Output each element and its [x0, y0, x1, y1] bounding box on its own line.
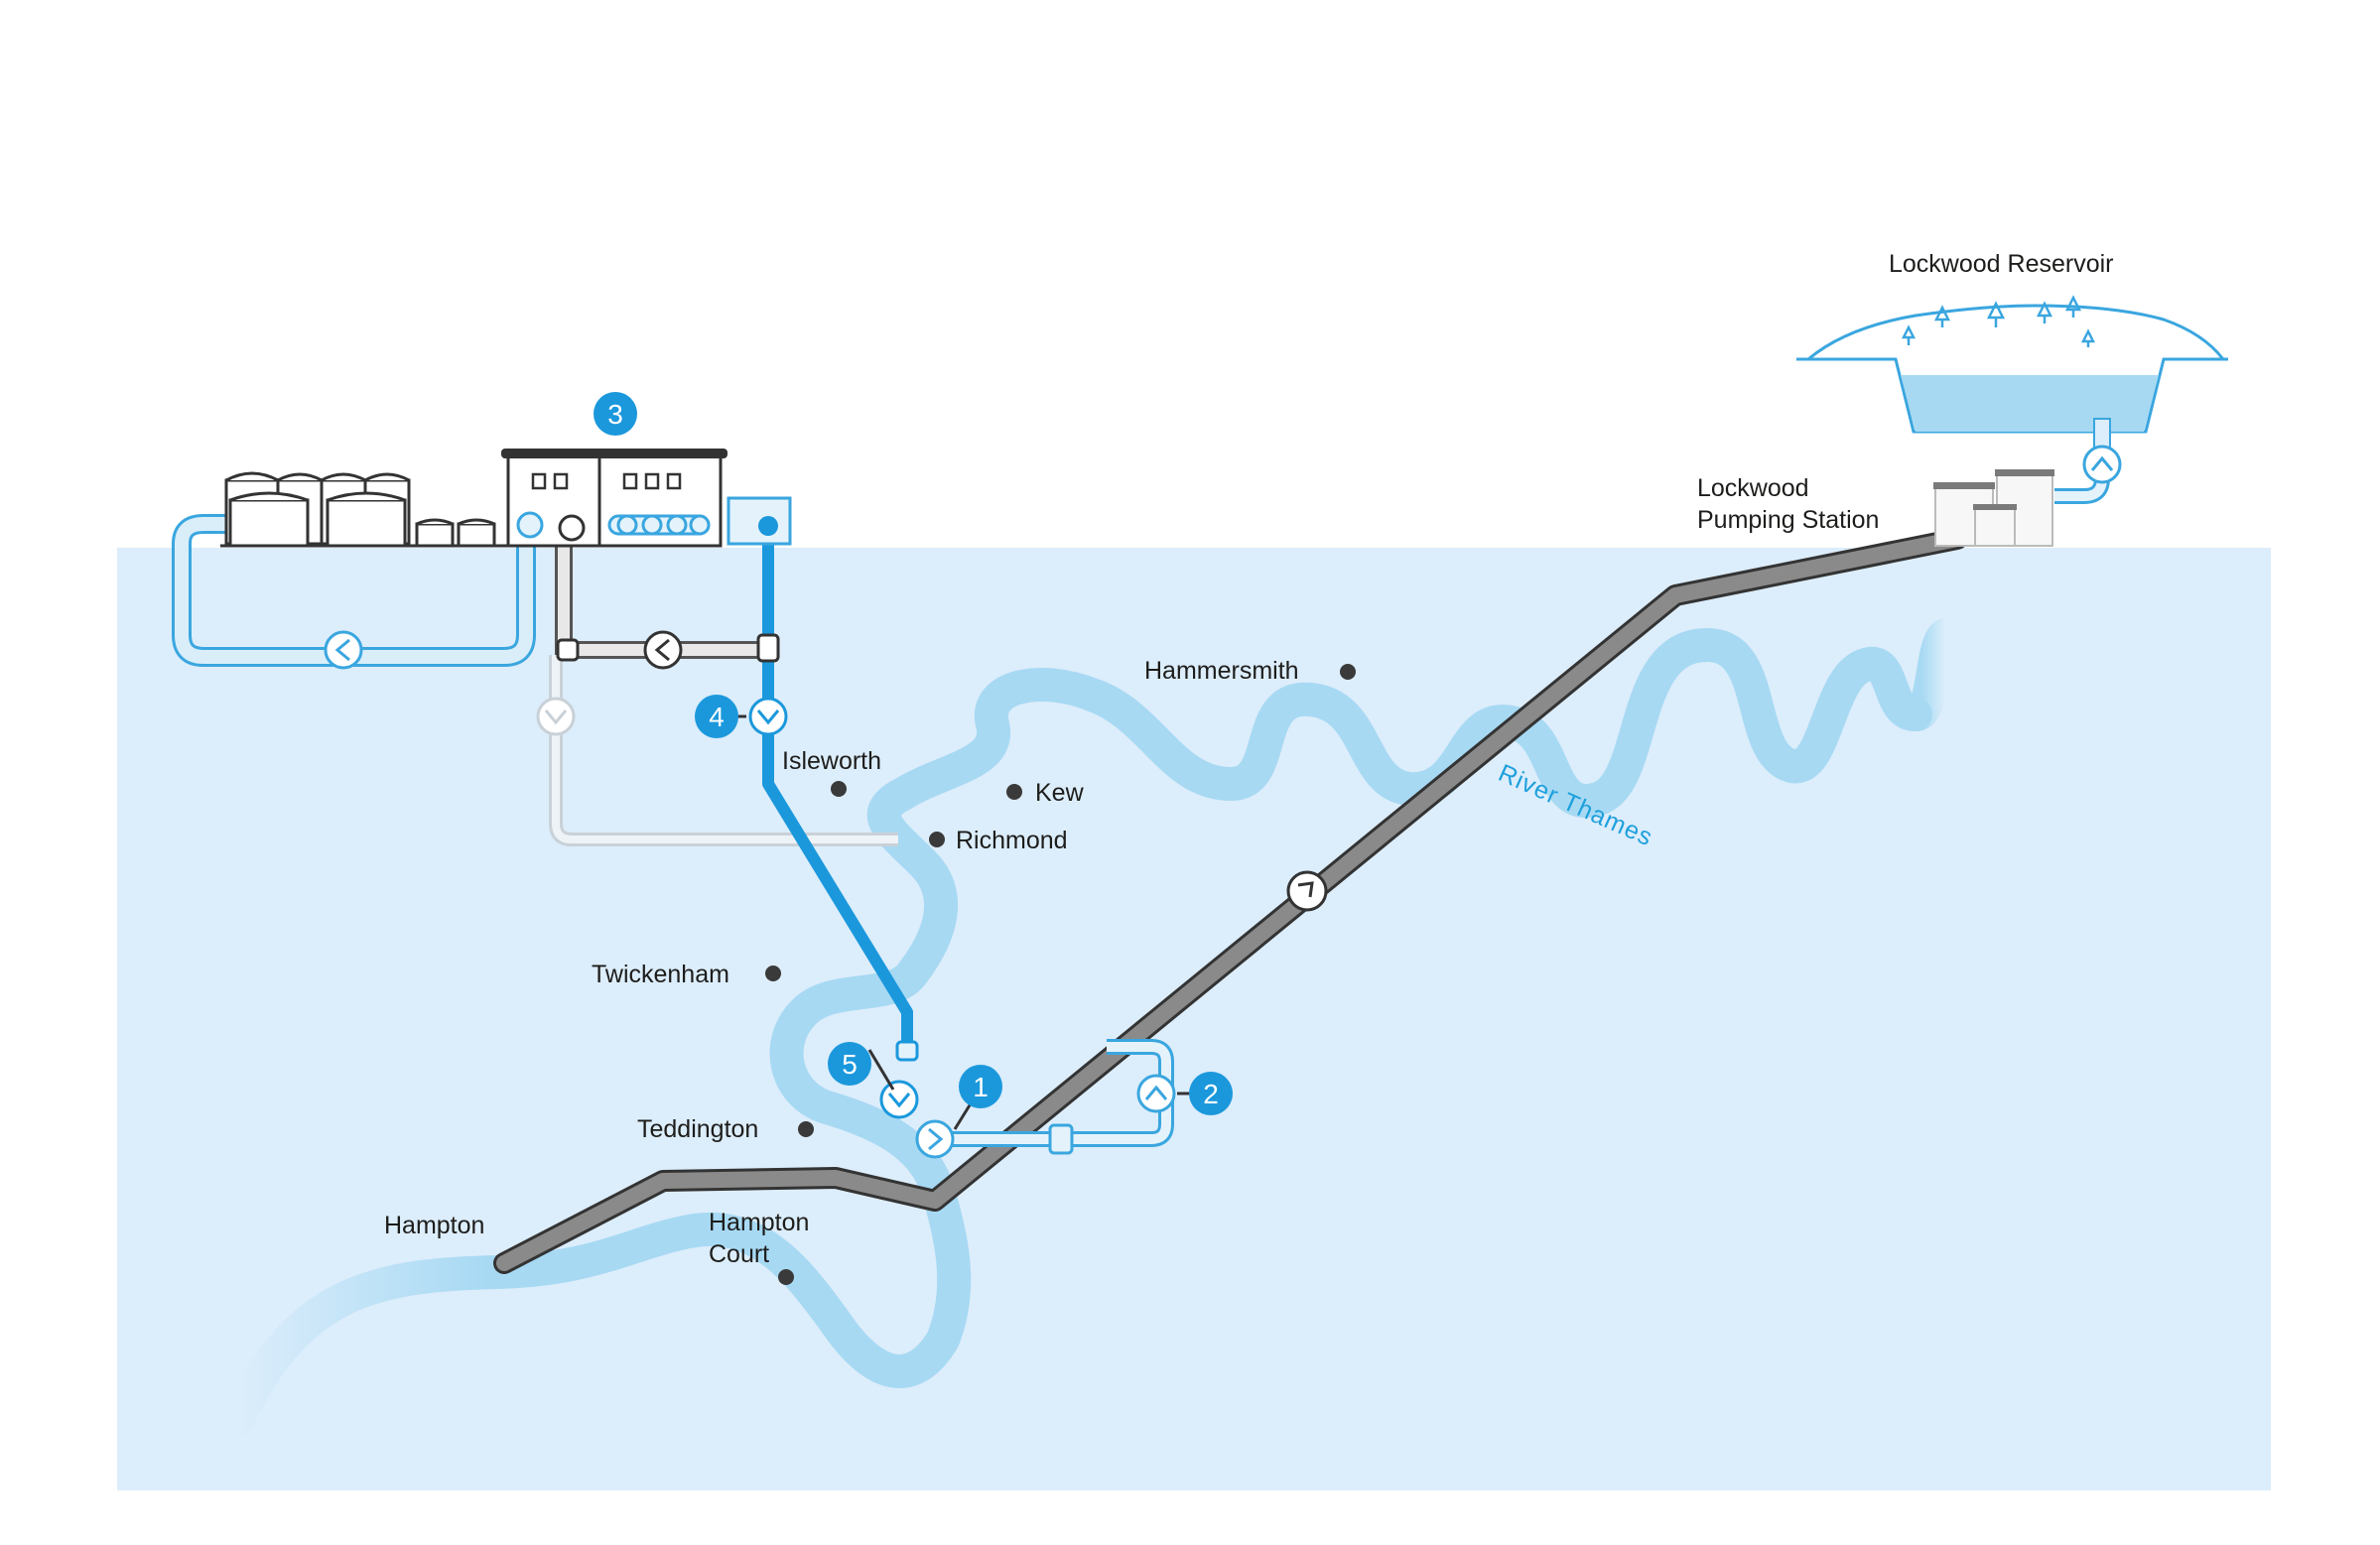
left-loop-pipe	[172, 514, 536, 667]
reservoir-label: Lockwood Reservoir	[1889, 250, 2114, 278]
arrow-down-icon	[536, 697, 576, 736]
richmond-dot	[929, 832, 945, 847]
arrow-right-icon	[915, 1119, 955, 1159]
arrow-left-icon	[643, 630, 683, 670]
hammersmith-dot	[1340, 664, 1356, 680]
hammersmith-label: Hammersmith	[1144, 657, 1299, 685]
teddington-label: Teddington	[637, 1115, 758, 1143]
pumping-station-label-line1: Lockwood	[1697, 474, 1809, 502]
arrow-down-icon	[748, 697, 788, 736]
place-dots	[765, 664, 1356, 1285]
richmond-label: Richmond	[956, 827, 1068, 854]
isleworth-dot	[831, 781, 847, 797]
badge-4: 4	[695, 695, 738, 738]
isleworth-label: Isleworth	[782, 747, 881, 775]
lockwood-pumping-station	[1933, 469, 2054, 547]
hampton-court-label-line2: Court	[709, 1240, 769, 1268]
arrow-up-icon	[1136, 1074, 1176, 1113]
river-thames	[221, 618, 1962, 1436]
lockwood-reservoir	[1796, 295, 2228, 459]
teddington-dot	[798, 1121, 814, 1137]
map-background	[117, 548, 2271, 1490]
pumping-station-label-line2: Pumping Station	[1697, 506, 1879, 534]
treatment-works	[220, 449, 919, 1062]
twickenham-label: Twickenham	[592, 961, 729, 988]
kew-label: Kew	[1035, 779, 1085, 807]
tree-icons	[1901, 295, 2096, 347]
svg-text:5: 5	[842, 1049, 858, 1080]
svg-text:2: 2	[1203, 1079, 1219, 1109]
grey-pipeline	[493, 528, 1968, 1274]
badge-1: 1	[959, 1065, 1002, 1108]
svg-text:1: 1	[973, 1072, 989, 1102]
kew-dot	[1006, 784, 1022, 800]
arrow-up-icon	[2082, 445, 2122, 484]
arrow-left-icon	[324, 630, 363, 670]
twickenham-dot	[765, 966, 781, 981]
hampton-label: Hampton	[384, 1212, 484, 1239]
badge-3: 3	[594, 392, 637, 436]
hampton-court-dot	[778, 1269, 794, 1285]
hampton-court-label-line1: Hampton	[709, 1209, 809, 1236]
arrow-diagonal-icon	[1286, 870, 1328, 912]
svg-text:3: 3	[607, 399, 623, 430]
badge-2: 2	[1189, 1072, 1233, 1115]
arrow-down-icon	[879, 1080, 919, 1119]
badge-5: 5	[828, 1042, 871, 1086]
svg-text:4: 4	[709, 702, 725, 732]
